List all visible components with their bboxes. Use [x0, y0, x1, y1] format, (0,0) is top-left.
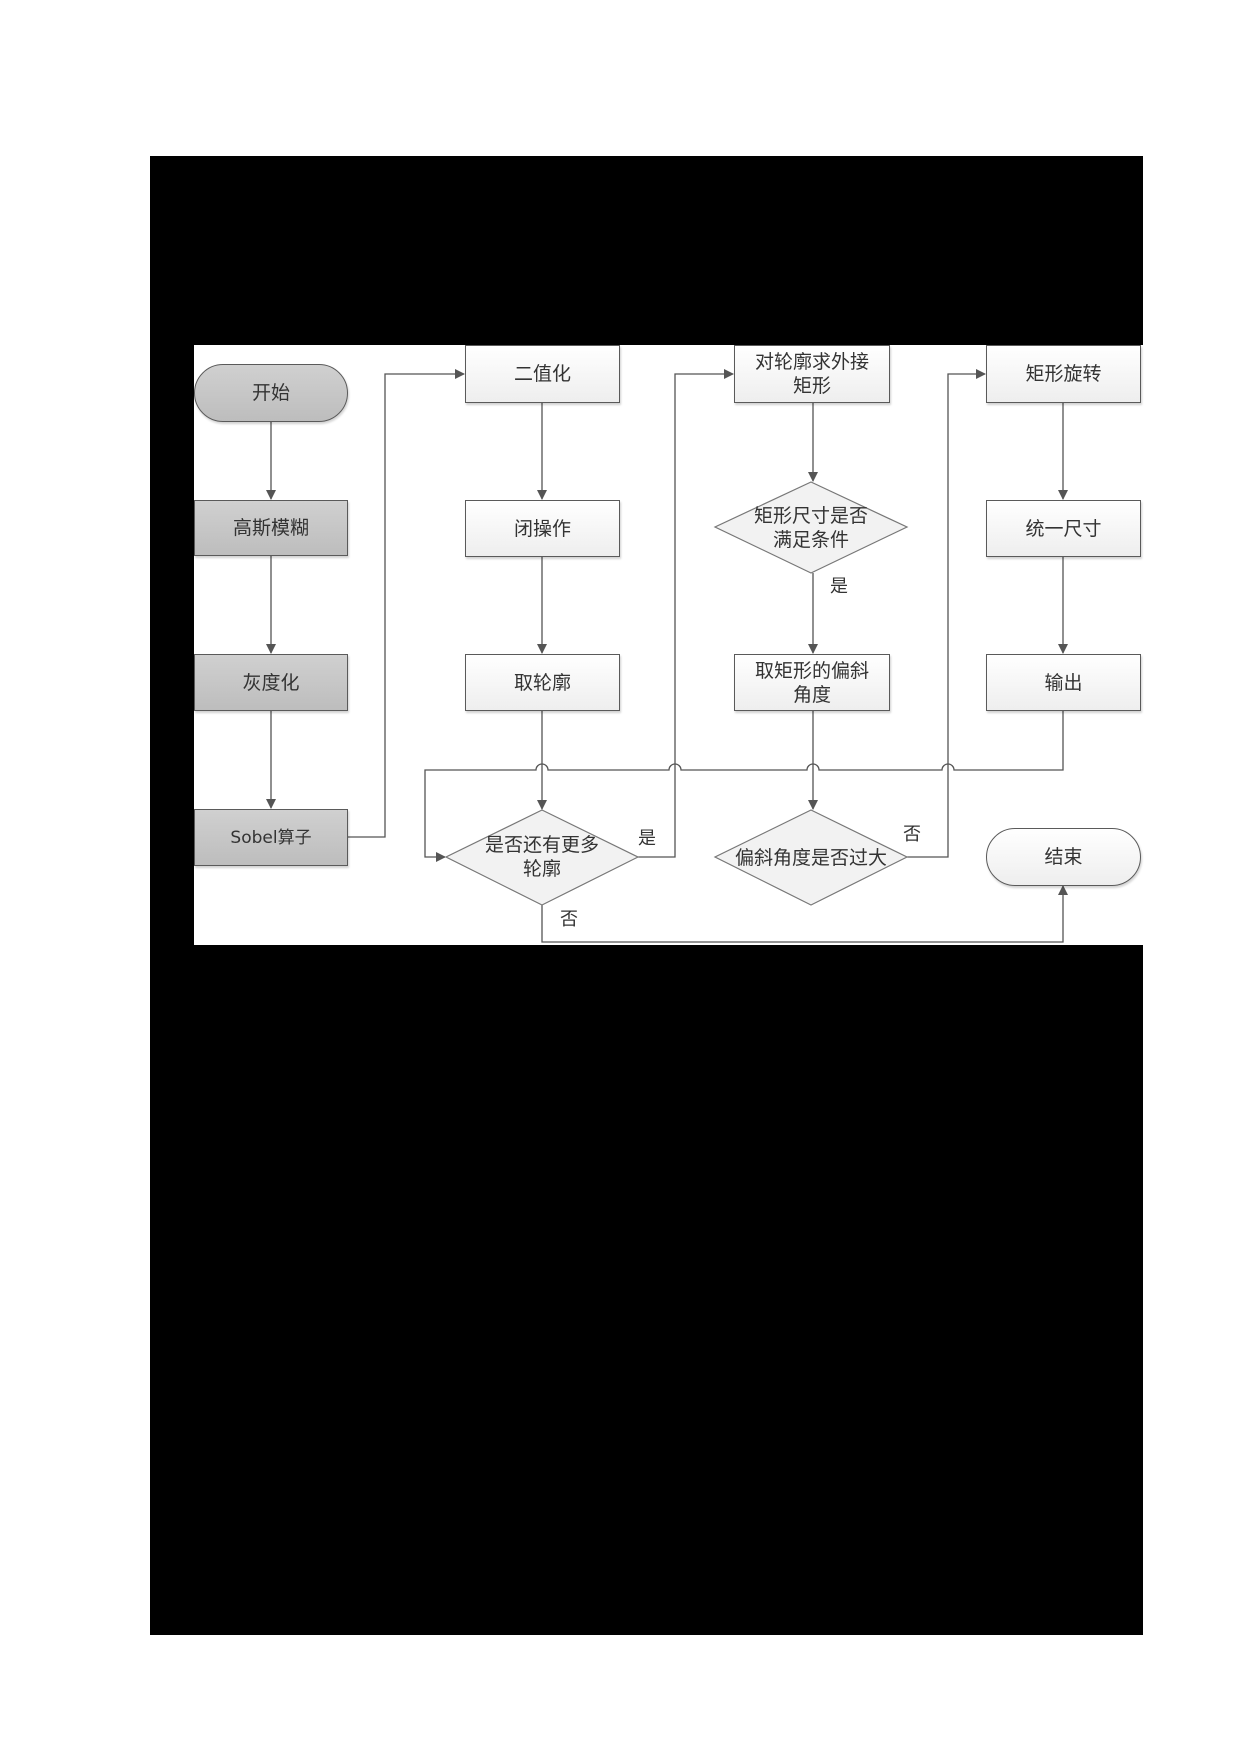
- redaction-bottom: [150, 945, 1143, 1635]
- angle-check-decision-label: 偏斜角度是否过大: [730, 845, 892, 871]
- bounding-rect-step: 对轮廓求外接矩形: [734, 345, 890, 403]
- more-contours-text: 是否还有更多轮廓: [484, 834, 599, 880]
- close-operation-step: 闭操作: [465, 500, 620, 557]
- gaussian-blur-step: 高斯模糊: [194, 500, 348, 556]
- skew-angle-label: 取矩形的偏斜角度: [754, 659, 869, 706]
- grayscale-label: 灰度化: [242, 671, 300, 694]
- redaction-top: [150, 156, 1143, 345]
- grayscale-step: 灰度化: [194, 654, 348, 711]
- gaussian-blur-label: 高斯模糊: [232, 517, 309, 539]
- output-label: 输出: [1044, 671, 1083, 694]
- get-contours-label: 取轮廓: [513, 671, 571, 694]
- start-terminal: 开始: [194, 364, 348, 422]
- angle-check-no-label: 否: [903, 824, 921, 845]
- resize-label: 统一尺寸: [1025, 517, 1102, 540]
- sobel-step: Sobel算子: [194, 809, 348, 866]
- more-contours-yes-label: 是: [638, 828, 656, 849]
- more-contours-decision-label: 是否还有更多轮廓: [478, 830, 606, 884]
- rotate-step: 矩形旋转: [986, 345, 1141, 403]
- more-contours-no-label: 否: [560, 909, 578, 930]
- end-terminal: 结束: [986, 828, 1141, 886]
- size-check-decision-label: 矩形尺寸是否满足条件: [750, 502, 872, 554]
- binarize-step: 二值化: [465, 345, 620, 403]
- resize-step: 统一尺寸: [986, 500, 1141, 557]
- angle-check-text: 偏斜角度是否过大: [734, 847, 887, 869]
- start-label: 开始: [251, 382, 290, 404]
- skew-angle-step: 取矩形的偏斜角度: [734, 654, 890, 711]
- size-check-yes-label: 是: [830, 576, 848, 597]
- output-step: 输出: [986, 654, 1141, 711]
- sobel-label: Sobel算子: [230, 827, 312, 848]
- redaction-left: [150, 345, 194, 945]
- get-contours-step: 取轮廓: [465, 654, 620, 711]
- close-operation-label: 闭操作: [513, 517, 571, 540]
- size-check-text: 矩形尺寸是否满足条件: [753, 505, 868, 551]
- rotate-label: 矩形旋转: [1025, 363, 1102, 385]
- binarize-label: 二值化: [513, 363, 571, 385]
- end-label: 结束: [1044, 846, 1083, 868]
- bounding-rect-label: 对轮廓求外接矩形: [754, 351, 869, 397]
